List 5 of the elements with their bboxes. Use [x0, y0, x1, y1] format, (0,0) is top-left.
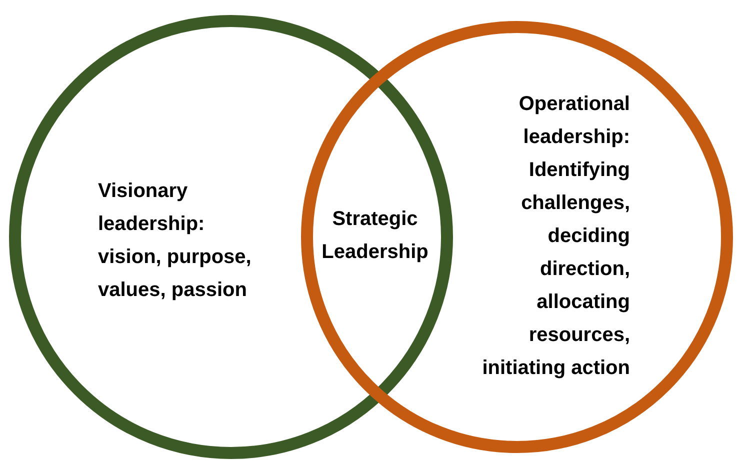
venn-circle	[300, 20, 734, 454]
circle-label: Visionary leadership: vision, purpose, values, passion	[98, 179, 252, 303]
overlap-label: Strategic Leadership	[320, 207, 430, 265]
venn-circle	[9, 15, 453, 459]
circle-label: Operational leadership: Identifying challenges, deciding direction, allocating resources, initiating action	[481, 92, 630, 381]
